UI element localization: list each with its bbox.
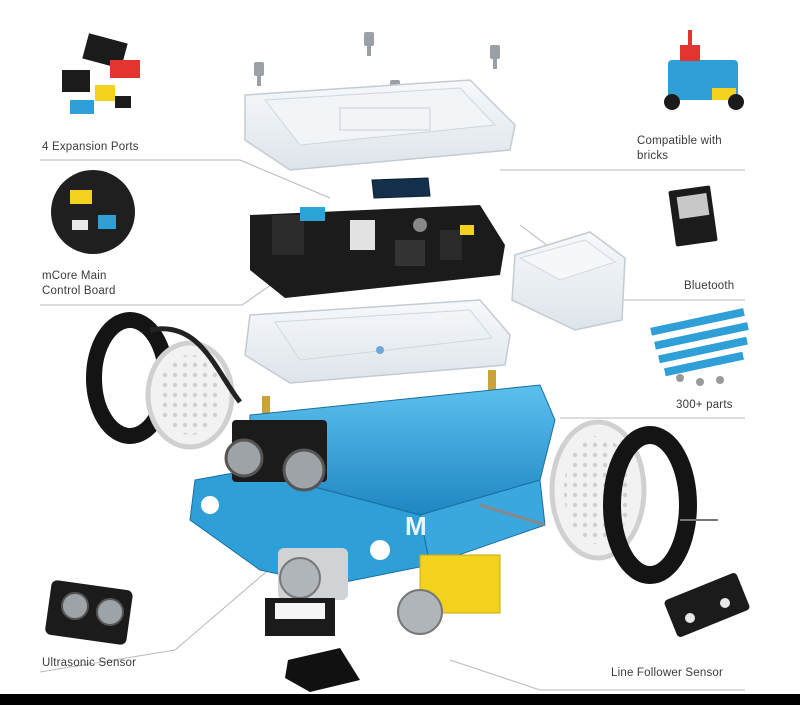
label-compatible-line2: bricks — [637, 150, 669, 162]
motors — [265, 548, 501, 692]
line-follower-icon — [664, 573, 750, 637]
ultrasonic-on-chassis — [224, 420, 327, 492]
bottom-black-bar — [0, 694, 800, 705]
label-mcore-line2: Control Board — [42, 285, 116, 297]
bricks-robot-icon — [664, 30, 744, 110]
right-wheel — [479, 419, 718, 584]
parts-pile-icon — [650, 308, 749, 386]
bluetooth-board — [371, 177, 431, 199]
middle-acrylic-plate — [244, 299, 511, 384]
blue-chassis: M — [189, 384, 556, 586]
expansion-modules-icon — [52, 33, 144, 125]
label-compatible-line1: Compatible with — [637, 135, 722, 147]
svg-text:M: M — [405, 511, 427, 541]
mcore-board-icon — [51, 170, 135, 254]
left-wheel — [86, 312, 242, 450]
battery-box — [511, 231, 626, 331]
mcore-main-board — [250, 205, 505, 298]
bluetooth-module-icon — [668, 185, 718, 247]
label-parts: 300+ parts — [676, 399, 733, 411]
top-acrylic-cover — [244, 79, 516, 171]
label-bluetooth: Bluetooth — [684, 280, 735, 292]
label-ultrasonic: Ultrasonic Sensor — [42, 657, 137, 669]
label-mcore-line1: mCore Main — [42, 270, 107, 282]
label-line-follower: Line Follower Sensor — [611, 667, 724, 679]
ultrasonic-sensor-icon — [45, 580, 133, 645]
label-expansion-ports: 4 Expansion Ports — [42, 141, 139, 153]
